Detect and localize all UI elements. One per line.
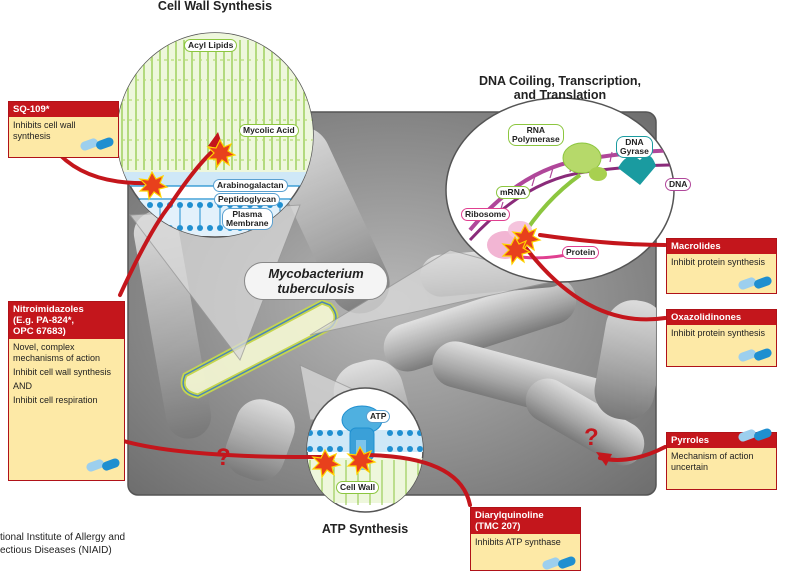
drug-name: Diarylquinoline (TMC 207) <box>471 508 580 534</box>
label-plasma-membrane: Plasma Membrane <box>222 208 273 230</box>
label-rna-polymerase: RNA Polymerase <box>508 124 564 146</box>
title-dna-coiling: DNA Coiling, Transcription, and Translat… <box>478 74 642 102</box>
drug-box-pyrroles: Pyrroles Mechanism of action uncertain <box>666 432 777 490</box>
drug-description: Inhibits ATP synthase <box>475 537 561 547</box>
drug-description: Inhibit protein synthesis <box>671 328 766 338</box>
label-peptidoglycan: Peptidoglycan <box>214 193 281 206</box>
title-atp-synthesis: ATP Synthesis <box>321 522 409 536</box>
drug-description: Novel, complex mechanisms of action Inhi… <box>13 342 112 405</box>
credit-text: tional Institute of Allergy and ectious … <box>0 532 126 556</box>
label-acyl-lipids: Acyl Lipids <box>184 39 238 52</box>
drug-box-nitroimidazoles: Nitroimidazoles (E.g. PA-824*, OPC 67683… <box>8 301 125 481</box>
label-arabinogalactan: Arabinogalactan <box>213 179 288 192</box>
capsule-icon <box>738 276 772 290</box>
drug-description: Inhibit protein synthesis <box>671 257 766 267</box>
capsule-icon <box>738 428 772 442</box>
drug-name: Oxazolidinones <box>667 310 776 325</box>
label-mrna: mRNA <box>496 186 530 199</box>
question-mark-left: ? <box>216 444 231 471</box>
drug-box-sq109: SQ-109* Inhibits cell wall synthesis <box>8 101 119 158</box>
label-dna-gyrase: DNA Gyrase <box>616 136 653 158</box>
capsule-icon <box>80 137 114 151</box>
capsule-icon <box>86 458 120 472</box>
drug-name: SQ-109* <box>9 102 118 117</box>
drug-name: Macrolides <box>667 239 776 254</box>
inhibition-markers <box>138 138 542 479</box>
capsule-icon <box>738 348 772 362</box>
capsule-icon <box>542 556 576 570</box>
label-dna: DNA <box>665 178 692 191</box>
label-atp-cell-wall: Cell Wall <box>336 481 380 494</box>
drug-description: Inhibits cell wall synthesis <box>13 120 76 141</box>
label-mycolic-acid: Mycolic Acid <box>239 124 299 137</box>
label-protein: Protein <box>562 246 600 259</box>
title-cell-wall-synthesis: Cell Wall Synthesis <box>157 0 273 13</box>
drug-name: Nitroimidazoles (E.g. PA-824*, OPC 67683… <box>9 302 124 339</box>
drug-description: Mechanism of action uncertain <box>671 451 754 472</box>
label-ribosome: Ribosome <box>461 208 511 221</box>
organism-label: Mycobacterium tuberculosis <box>244 262 388 300</box>
question-mark-right: ? <box>584 424 599 451</box>
label-atp: ATP <box>366 410 391 423</box>
pathway-arrows <box>58 143 667 507</box>
